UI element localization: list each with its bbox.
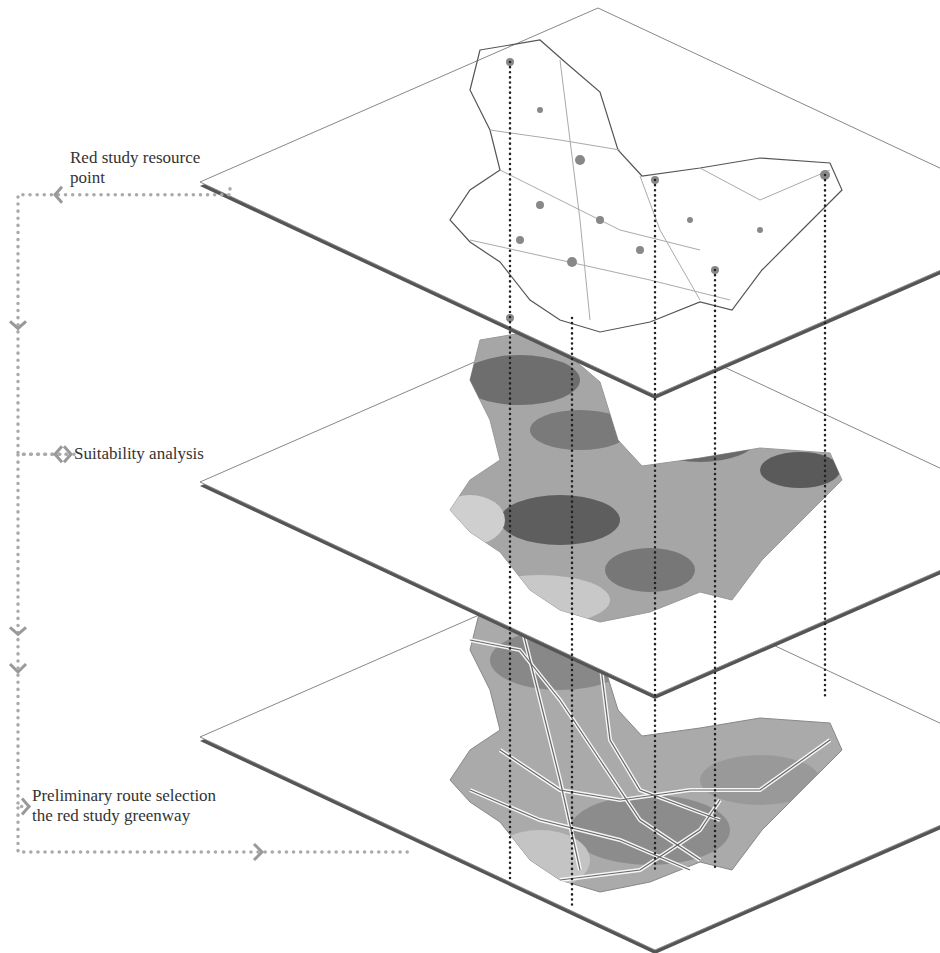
middle-layer	[200, 308, 940, 699]
label-text: Red study resource point	[70, 148, 230, 189]
layer-label: Suitability analysis	[74, 444, 204, 464]
layer-label: Red study resource point	[70, 148, 230, 189]
chevron	[10, 627, 26, 634]
projection-lines	[510, 62, 825, 905]
top-layer	[200, 8, 940, 399]
flow-connector	[10, 446, 74, 814]
chevron	[10, 321, 26, 328]
flow-continuation	[10, 664, 410, 860]
label-text: Preliminary route selection the red stud…	[32, 786, 237, 827]
flow-connector	[10, 187, 230, 462]
label-text: Suitability analysis	[74, 444, 204, 464]
chevron	[55, 187, 62, 203]
chevron	[22, 798, 29, 814]
dotted-flow-line	[18, 189, 230, 454]
chevron	[55, 446, 62, 462]
layer-label: Preliminary route selection the red stud…	[32, 786, 237, 827]
dotted-flow-line	[18, 454, 74, 806]
